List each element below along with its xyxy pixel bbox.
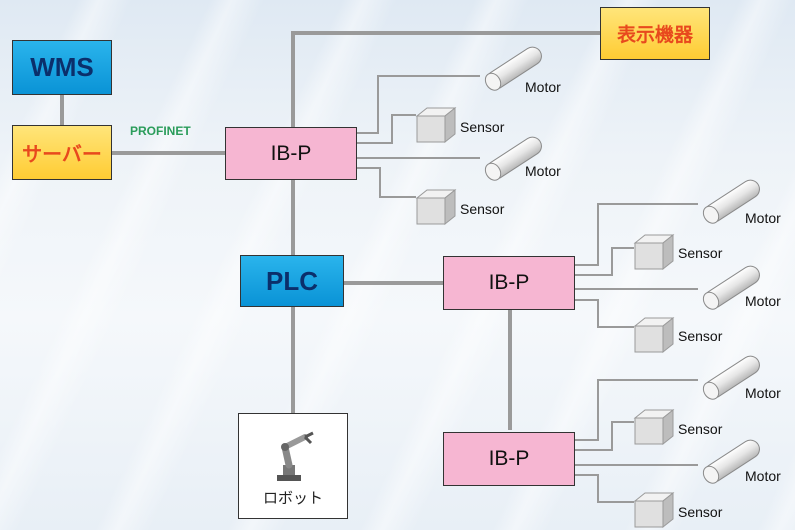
motor-cylinders [484,46,760,484]
motor-label: Motor [745,210,781,226]
robot-label: ロボット [262,489,323,507]
motor-label: Motor [745,385,781,401]
sensor-label: Sensor [460,201,505,217]
sensor-label: Sensor [460,119,505,135]
motor-label: Motor [525,79,561,95]
sensor-cubes [415,106,675,529]
motor-label: Motor [745,293,781,309]
plc-block: PLC [240,255,344,307]
profinet-label: PROFINET [130,124,191,138]
sensor-label: Sensor [678,328,723,344]
server-block: サーバー [12,125,112,180]
ibp-block-2: IB-P [443,256,575,310]
sensor-label: Sensor [678,245,723,261]
motor-label: Motor [745,468,781,484]
display-device-block: 表示機器 [600,7,710,60]
ibp-block-3: IB-P [443,432,575,486]
motor-label: Motor [525,163,561,179]
ibp-block-1: IB-P [225,127,357,180]
sensor-label: Sensor [678,421,723,437]
robot-arm-icon [277,431,314,481]
wms-block: WMS [12,40,112,95]
sensor-label: Sensor [678,504,723,520]
robot-block: ロボット [238,413,348,519]
